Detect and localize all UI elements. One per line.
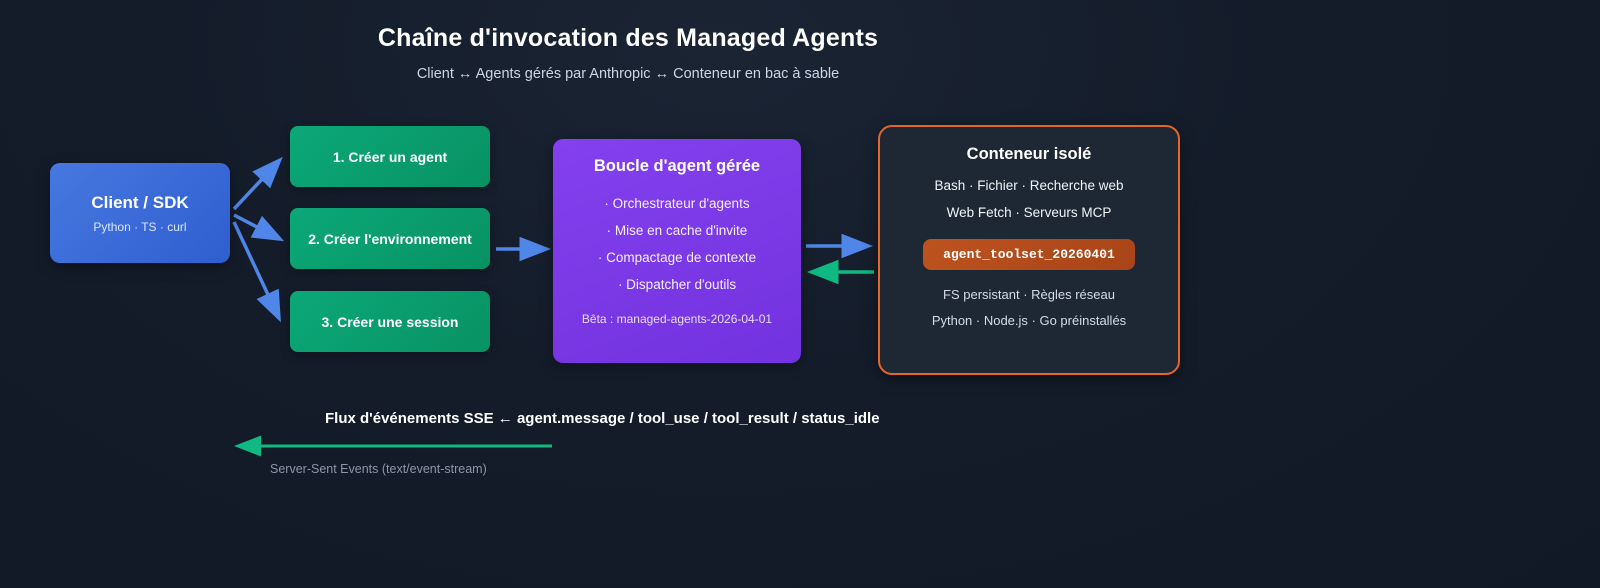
client-sdk-subtitle: Python · TS · curl <box>93 219 187 234</box>
agent-loop-item: · Compactage de contexte <box>597 250 757 265</box>
step-box-create-session: 3. Créer une session <box>290 291 490 352</box>
step-label: 2. Créer l'environnement <box>308 230 472 247</box>
agent-loop-title: Boucle d'agent gérée <box>593 157 761 175</box>
container-features-line: FS persistant · Règles réseau <box>943 287 1115 302</box>
agent-loop-item: · Orchestrateur d'agents <box>604 196 750 211</box>
container-features-line: Python · Node.js · Go préinstallés <box>931 313 1127 328</box>
agent-loop-item: · Dispatcher d'outils <box>617 277 737 292</box>
agent-loop-items: · Orchestrateur d'agents · Mise en cache… <box>598 190 756 298</box>
agent-loop-box: Boucle d'agent gérée · Orchestrateur d'a… <box>553 139 801 363</box>
container-tools: Bash · Fichier · Recherche web Web Fetch… <box>934 172 1123 226</box>
step-label: 3. Créer une session <box>321 313 459 330</box>
step-box-create-agent: 1. Créer un agent <box>290 126 490 187</box>
step-label: 1. Créer un agent <box>332 148 448 165</box>
client-to-step-arrows <box>232 156 285 323</box>
client-sdk-title: Client / SDK <box>91 192 189 212</box>
container-title: Conteneur isolé <box>966 145 1092 163</box>
container-tools-line: Bash · Fichier · Recherche web <box>934 178 1124 193</box>
sse-events-label: Flux d'événements SSE ← agent.message / … <box>325 410 880 427</box>
page-subtitle: Client ↔ Agents gérés par Anthropic ↔ Co… <box>416 66 840 82</box>
agent-loop-item: · Mise en cache d'invite <box>606 223 748 238</box>
toolset-badge: agent_toolset_20260401 <box>923 239 1135 270</box>
isolated-container-box: Conteneur isolé Bash · Fichier · Recherc… <box>878 125 1180 375</box>
page-title: Chaîne d'invocation des Managed Agents <box>377 24 879 52</box>
step-box-create-environment: 2. Créer l'environnement <box>290 208 490 269</box>
agent-loop-beta-note: Bêta : managed-agents-2026-04-01 <box>581 312 773 326</box>
sse-caption: Server-Sent Events (text/event-stream) <box>270 462 487 476</box>
client-sdk-box: Client / SDK Python · TS · curl <box>50 163 230 263</box>
container-tools-line: Web Fetch · Serveurs MCP <box>946 205 1112 220</box>
container-features: FS persistant · Règles réseau Python · N… <box>932 282 1126 334</box>
